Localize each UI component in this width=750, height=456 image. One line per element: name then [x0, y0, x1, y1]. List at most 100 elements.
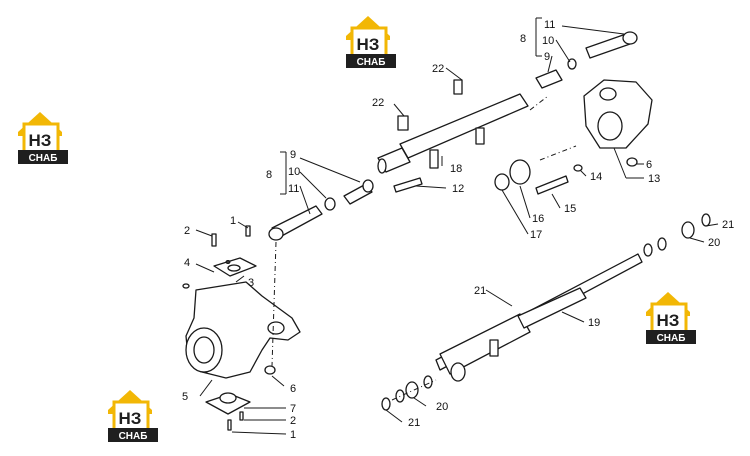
nut: [626, 157, 638, 167]
callout-label: 7: [290, 403, 296, 415]
brand-logo: НЗ СНАБ: [106, 388, 160, 444]
logo-caption: СНАБ: [29, 153, 58, 164]
o-ring: [381, 397, 391, 411]
cylinder-barrel: [439, 313, 531, 375]
left-tie-rod-end: [268, 179, 374, 241]
cylinder-tube: [517, 287, 587, 329]
cylinder-eye: [450, 362, 466, 382]
callout-label: 9: [290, 149, 296, 161]
lower-steering-cylinder: [381, 213, 711, 411]
callout-label: 16: [532, 213, 544, 225]
right-tie-rod-end: [535, 31, 638, 89]
mount-bracket: [475, 127, 485, 145]
threaded-end: [535, 69, 563, 89]
callout-label: 11: [288, 183, 299, 195]
callout-label: 14: [590, 171, 602, 183]
nut: [264, 365, 276, 375]
callout-label: 5: [182, 391, 188, 403]
logo-mark: НЗ: [119, 409, 142, 428]
callout-label: 21: [474, 285, 486, 297]
bushing: [509, 159, 531, 185]
hydraulic-fitting: [397, 115, 409, 131]
logo-caption: СНАБ: [119, 431, 148, 442]
callout-label: 10: [542, 35, 554, 47]
callout-label: 2: [184, 225, 190, 237]
assembly-line: [529, 95, 549, 111]
logo-mark: НЗ: [657, 311, 680, 330]
lower-cap-boss: [219, 392, 237, 404]
logo-caption: СНАБ: [357, 57, 386, 68]
callout-label: 19: [588, 317, 600, 329]
seal-pack: [681, 221, 695, 239]
rod-end: [377, 158, 387, 174]
callout-label: 12: [452, 183, 464, 195]
callout-label: 6: [290, 383, 296, 395]
upper-steering-cylinder: [377, 79, 529, 193]
o-ring: [657, 237, 667, 251]
callout-labels: 1 2 3 4 5 6 7 2 1 8 9 10 11 12 22 22 18 …: [182, 19, 734, 441]
logo-caption: СНАБ: [657, 333, 686, 344]
kingpin-boss: [599, 87, 617, 101]
bolt: [239, 411, 244, 421]
callout-label: 10: [288, 166, 300, 178]
mount-bracket: [429, 149, 439, 169]
steering-knuckle: [583, 79, 653, 149]
assembly-line: [271, 241, 277, 367]
callout-label: 1: [230, 215, 236, 227]
tie-rod-ball: [622, 31, 638, 45]
callout-label: 8: [520, 33, 526, 45]
callout-label: 15: [564, 203, 576, 215]
cap-bolt: [211, 233, 217, 247]
assembly-line: [539, 145, 577, 161]
logo-mark: НЗ: [29, 131, 52, 150]
callout-label: 22: [432, 63, 444, 75]
washer: [573, 164, 583, 172]
upper-cap-hole: [227, 264, 241, 272]
callout-label: 3: [248, 277, 254, 289]
callout-label: 21: [408, 417, 420, 429]
callout-label: 18: [450, 163, 462, 175]
callout-label: 20: [708, 237, 720, 249]
lock-nut: [324, 197, 336, 211]
bolt: [227, 419, 232, 431]
grease-nipple: [245, 225, 251, 237]
leader-lines: [195, 17, 719, 435]
brand-logo: НЗ СНАБ: [344, 14, 398, 70]
hub-bore: [193, 336, 215, 364]
left-knuckle-assembly: [182, 225, 301, 431]
callout-label: 17: [530, 229, 542, 241]
hub-bore: [597, 111, 623, 141]
assembly-line: [391, 379, 437, 401]
seal-ring: [494, 173, 510, 191]
mount-bracket: [489, 339, 499, 357]
cylinder-barrel: [399, 93, 529, 159]
logo-mark: НЗ: [357, 35, 380, 54]
brand-logo: НЗ СНАБ: [644, 290, 698, 346]
bolt: [393, 177, 423, 193]
callout-label: 22: [372, 97, 384, 109]
o-ring: [701, 213, 711, 227]
callout-label: 4: [184, 257, 190, 269]
right-knuckle: [494, 79, 653, 195]
callout-label: 8: [266, 169, 272, 181]
threaded-end: [362, 179, 374, 193]
hydraulic-fitting: [453, 79, 463, 95]
callout-label: 6: [646, 159, 652, 171]
bolt: [535, 175, 569, 195]
callout-label: 2: [290, 415, 296, 427]
callout-label: 11: [544, 19, 555, 31]
seal-pack: [405, 381, 419, 399]
small-plug: [182, 283, 190, 289]
tie-rod-ball: [268, 227, 284, 241]
brand-logo: НЗ СНАБ: [16, 110, 70, 166]
o-ring: [643, 243, 653, 257]
callout-label: 9: [544, 51, 550, 63]
callout-label: 21: [722, 219, 734, 231]
callout-label: 1: [290, 429, 296, 441]
callout-label: 20: [436, 401, 448, 413]
o-ring: [423, 375, 433, 389]
steering-arm-eye: [267, 321, 285, 335]
cap-screw-hole: [225, 260, 231, 264]
